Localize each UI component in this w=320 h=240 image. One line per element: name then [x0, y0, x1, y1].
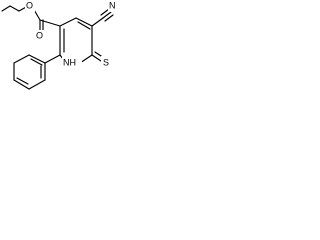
bond-phenyl-1 [28, 54, 46, 64]
bond-nitrile-triple-3 [104, 14, 114, 22]
bond-ethyl-1 [1, 5, 11, 12]
ester-o-lower-label: O [36, 30, 43, 40]
bond-phenyl-4 [13, 79, 30, 90]
bond-nitrile-triple-1 [102, 11, 112, 19]
nitrile-n-bg [108, 0, 118, 12]
bond-ring-c4-c5-inner [77, 21, 91, 30]
bond-phenyl-inner-1 [30, 58, 43, 66]
thione-s-label: S [103, 57, 109, 67]
bond-ring-c4-c5 [75, 17, 93, 27]
bond-ring-phenyl [44, 54, 61, 64]
bond-phenyl-2 [13, 54, 30, 64]
bond-phenyl-5 [28, 79, 46, 90]
bond-nitrile-triple-2 [100, 8, 110, 16]
bond-nitrile-carbon [91, 17, 104, 27]
molecule-svg: O O N NH S [1, 0, 118, 90]
ester-o-lower-bg [35, 30, 45, 42]
ring-nh-bg [62, 56, 82, 69]
ester-o-upper-label: O [26, 0, 33, 10]
structure-drawing: O O N NH S [0, 0, 127, 103]
ester-o-upper-bg [25, 0, 35, 12]
thione-s-bg [101, 56, 112, 69]
bond-ester-carbon-ring [39, 19, 61, 27]
ring-nh-label: NH [63, 57, 76, 67]
bond-ethyl-2 [9, 5, 20, 12]
nitrile-n-label: N [109, 0, 116, 10]
bond-ring-c3-c4 [59, 17, 77, 27]
bond-phenyl-inner-2 [16, 77, 29, 85]
